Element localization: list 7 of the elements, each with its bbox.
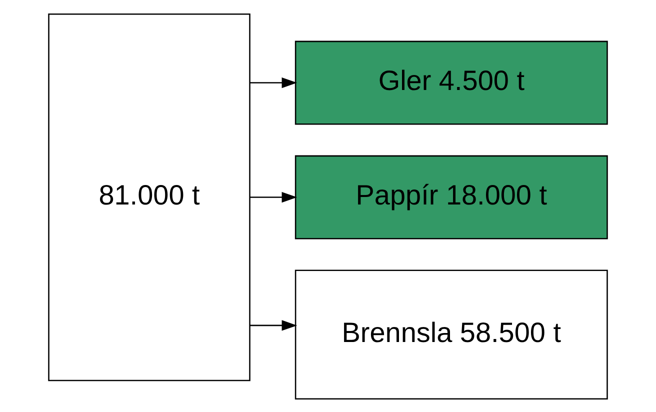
arrow xyxy=(250,191,298,202)
node-box: Gler 4.500 t xyxy=(294,40,608,124)
arrow xyxy=(250,320,298,330)
node-box: Brennsla 58.500 t xyxy=(294,269,608,400)
node-box: Pappír 18.000 t xyxy=(294,154,608,239)
node-box: 81.000 t xyxy=(48,12,250,381)
arrow xyxy=(250,76,298,88)
